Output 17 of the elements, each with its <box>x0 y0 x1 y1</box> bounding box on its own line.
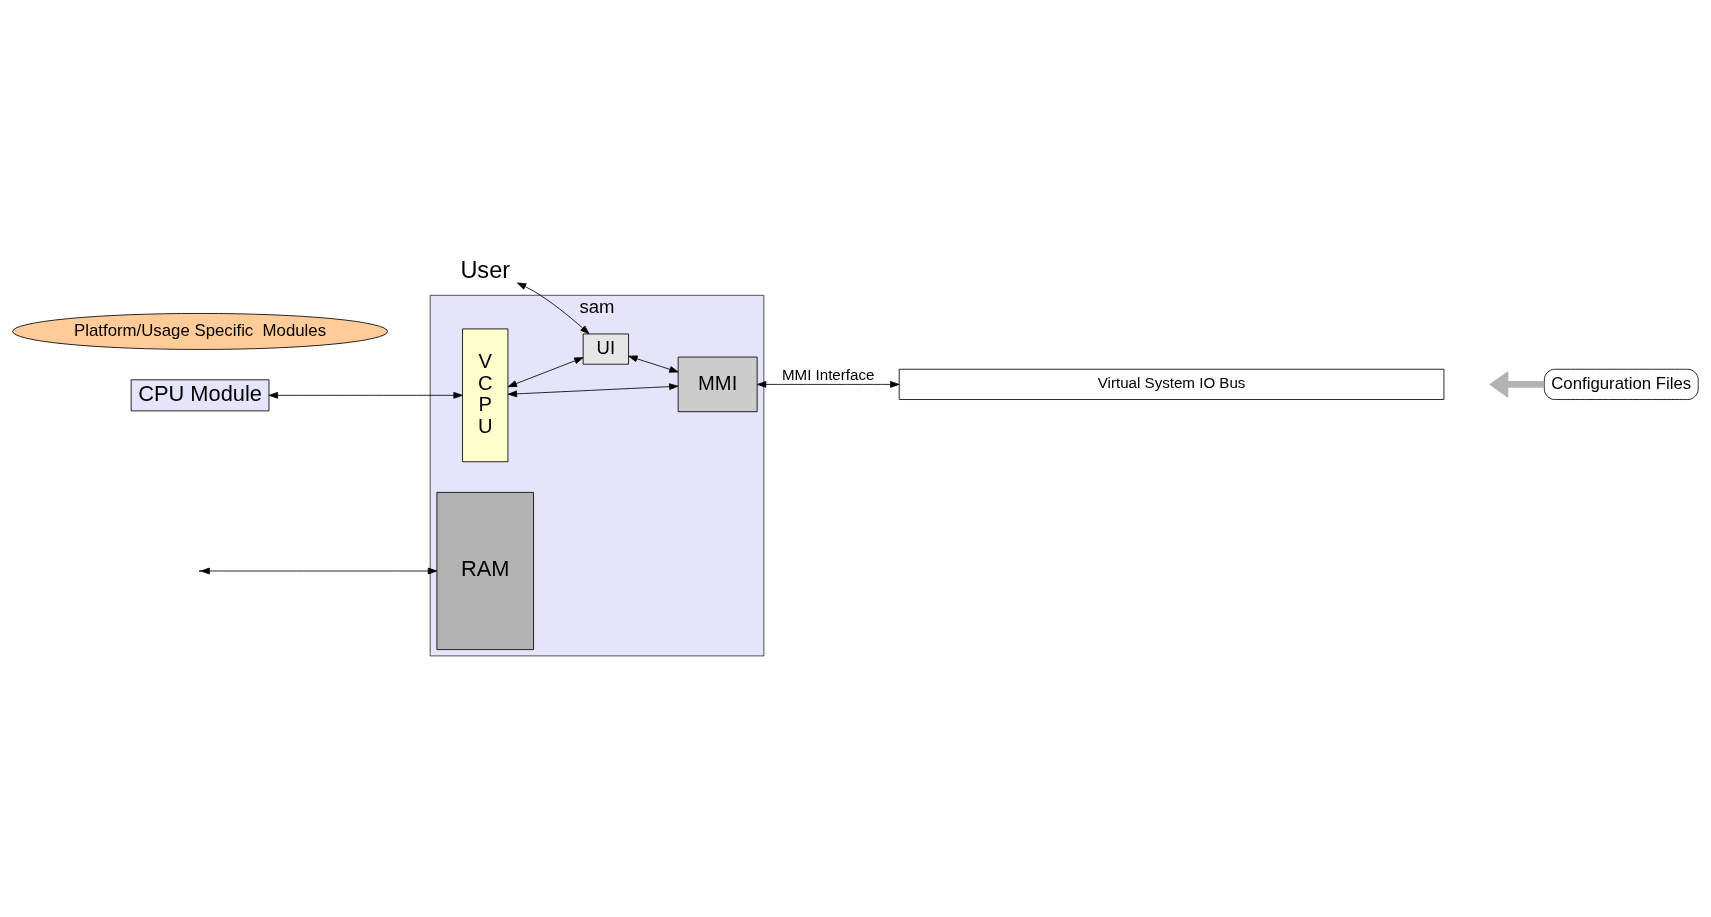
arrow <box>757 380 900 388</box>
arrow <box>516 282 590 334</box>
edge-label: MMI Interface <box>781 365 875 383</box>
arrow <box>1489 370 1545 398</box>
node-text: User <box>460 256 511 283</box>
arrow <box>268 391 463 399</box>
node-box: UI <box>582 333 629 365</box>
arrow <box>628 355 679 373</box>
arrow <box>507 356 584 387</box>
node-box: Configuration Files <box>1543 368 1699 400</box>
arrow <box>507 382 679 397</box>
node-box: Virtual System IO Bus <box>898 368 1445 400</box>
node-box: RAM <box>436 491 534 650</box>
node-box: CPU Module <box>130 378 270 411</box>
node-ellipse: Platform/Usage Specific Modules <box>12 312 388 350</box>
node-box: MMI <box>677 356 758 412</box>
node-box: V C P U <box>462 328 509 462</box>
